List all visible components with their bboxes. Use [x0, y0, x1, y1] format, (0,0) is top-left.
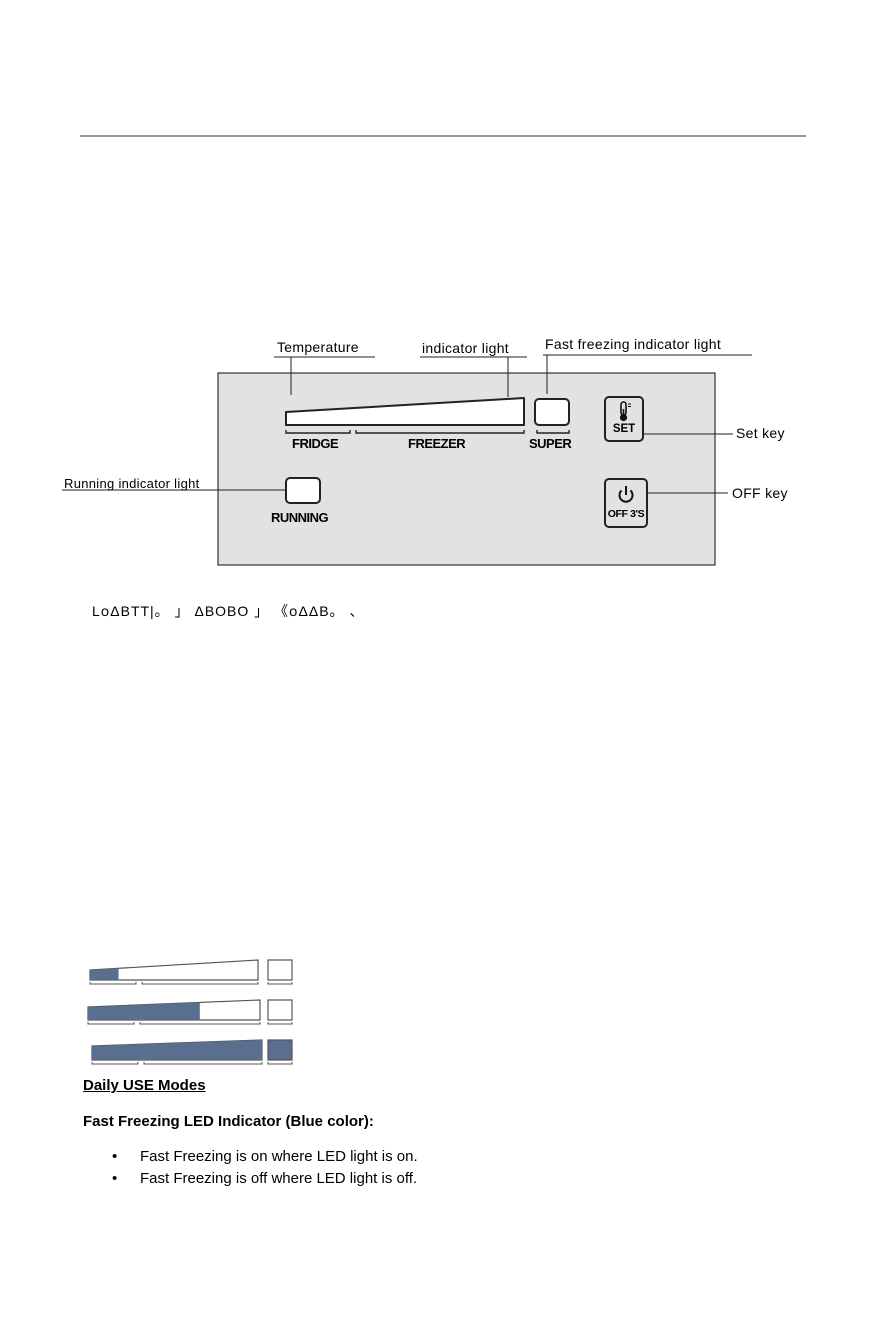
super-indicator-light — [534, 398, 570, 426]
level-example-row — [91, 1039, 293, 1065]
level-bracket — [267, 982, 293, 985]
bullet-text: Fast Freezing is off where LED light is … — [140, 1170, 418, 1187]
level-fill — [92, 1040, 262, 1060]
callout-off-key: OFF key — [732, 485, 788, 501]
callout-fast-freezing: Fast freezing indicator light — [545, 336, 722, 352]
level-super-light — [267, 959, 293, 981]
callout-temperature: Temperature — [277, 339, 359, 355]
set-key-label: SET — [612, 423, 636, 435]
label-running: RUNNING — [271, 510, 329, 525]
temperature-indicator-light — [285, 397, 525, 426]
level-super-light — [267, 999, 293, 1021]
set-key-button[interactable]: SET — [604, 396, 644, 442]
callout-indicator-light: indicator light — [422, 340, 509, 356]
header-rule — [80, 135, 806, 137]
level-fill — [90, 968, 119, 980]
level-bracket — [143, 1062, 263, 1065]
level-examples — [87, 959, 293, 1065]
callout-running: Running indicator light — [64, 476, 200, 491]
level-super-light — [267, 1039, 293, 1061]
level-example-row — [89, 959, 293, 985]
level-fill — [88, 1002, 200, 1020]
off-key-label: OFF 3'S — [607, 508, 645, 520]
super-bracket — [536, 430, 570, 434]
running-indicator-light — [285, 477, 321, 504]
bullet-text: Fast Freezing is on where LED light is o… — [140, 1148, 418, 1165]
level-bracket — [91, 1062, 139, 1065]
level-bracket — [141, 982, 259, 985]
off-key-button[interactable]: OFF 3'S — [604, 478, 648, 528]
level-bracket — [139, 1022, 261, 1025]
garbled-caption: L꧐ΔBTT|。 」 ΔBOBO 」 《꧐ΔΔB。 、 — [92, 603, 365, 619]
section-subtitle: Fast Freezing LED Indicator (Blue color)… — [83, 1113, 374, 1130]
freezer-bracket — [355, 430, 525, 434]
thermometer-icon — [619, 401, 631, 422]
list-item: • Fast Freezing is on where LED light is … — [112, 1146, 418, 1168]
label-super: SUPER — [529, 436, 572, 451]
level-bracket — [267, 1022, 293, 1025]
level-bracket — [89, 982, 137, 985]
list-item: • Fast Freezing is off where LED light is… — [112, 1168, 418, 1190]
callout-set-key: Set key — [736, 425, 785, 441]
label-fridge: FRIDGE — [292, 436, 339, 451]
fridge-bracket — [285, 430, 351, 434]
bullet-dot: • — [112, 1170, 118, 1187]
bullet-list: • Fast Freezing is on where LED light is … — [112, 1146, 418, 1190]
label-freezer: FREEZER — [408, 436, 466, 451]
level-bracket — [267, 1062, 293, 1065]
section-title: Daily USE Modes — [83, 1077, 206, 1094]
level-bracket — [87, 1022, 135, 1025]
bullet-dot: • — [112, 1148, 118, 1165]
level-example-row — [87, 999, 293, 1025]
power-icon — [618, 486, 634, 503]
